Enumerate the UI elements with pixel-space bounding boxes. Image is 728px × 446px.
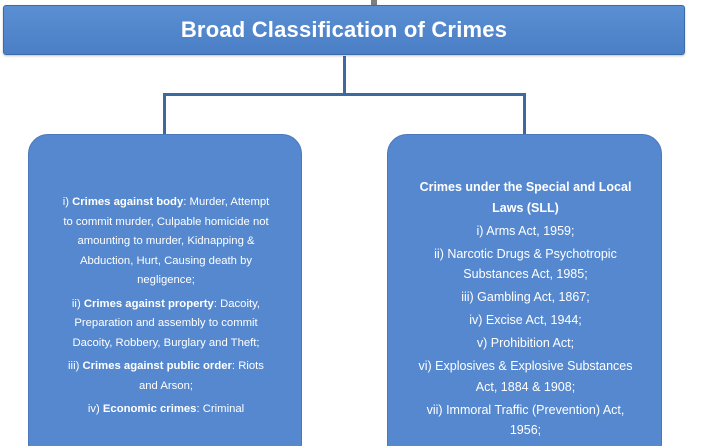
left-item: ii) Crimes against property: Dacoity, Pr… [59, 295, 273, 354]
right-box-content: Crimes under the Special and Local Laws … [412, 177, 639, 443]
item-separator: : [196, 403, 200, 415]
right-box-heading: Crimes under the Special and Local Laws … [412, 177, 639, 218]
heading-text: Crimes under the Special and Local Laws … [419, 180, 632, 215]
title-box: Broad Classification of Crimes [3, 5, 685, 55]
right-item: iii) Gambling Act, 1867; [461, 290, 590, 304]
right-item: iv) Excise Act, 1944; [469, 313, 582, 327]
item-text: Dacoity, Preparation and assembly to com… [72, 297, 261, 349]
left-item: i) Crimes against body: Murder, Attempt … [59, 193, 273, 291]
item-heading: Crimes against body [72, 196, 184, 208]
diagram-title: Broad Classification of Crimes [180, 17, 508, 42]
item-number: iv) [87, 403, 100, 415]
item-text: Riots and Arson; [138, 360, 264, 392]
special-local-laws-box: Crimes under the Special and Local Laws … [387, 134, 662, 446]
item-heading: Economic crimes [102, 403, 197, 415]
item-heading: Crimes against public order [82, 360, 232, 372]
right-item: i) Arms Act, 1959; [476, 223, 575, 238]
item-heading: Crimes against property [83, 297, 214, 310]
right-item: vii) Immoral Traffic (Prevention) Act, 1… [426, 402, 625, 438]
item-number: iii) [68, 360, 80, 372]
right-item: ii) Narcotic Drugs & Psychotropic Substa… [434, 246, 617, 282]
top-connector-stub [371, 0, 377, 6]
conventional-crimes-box: i) Crimes against body: Murder, Attempt … [28, 134, 302, 446]
left-box-content: i) Crimes against body: Murder, Attempt … [59, 193, 273, 424]
left-item: iii) Crimes against public order: Riots … [59, 357, 273, 396]
left-item: iv) Economic crimes: Criminal [59, 400, 273, 420]
item-separator: : [213, 297, 217, 310]
item-text: Criminal [202, 403, 245, 415]
item-separator: : [183, 196, 187, 208]
right-item: v) Prohibition Act; [476, 336, 575, 350]
item-separator: : [231, 360, 236, 372]
item-number: i) [62, 196, 69, 208]
item-number: ii) [71, 297, 81, 310]
right-item: vi) Explosives & Explosive Substances Ac… [418, 359, 633, 394]
item-text: Murder, Attempt to commit murder, Culpab… [63, 196, 270, 286]
